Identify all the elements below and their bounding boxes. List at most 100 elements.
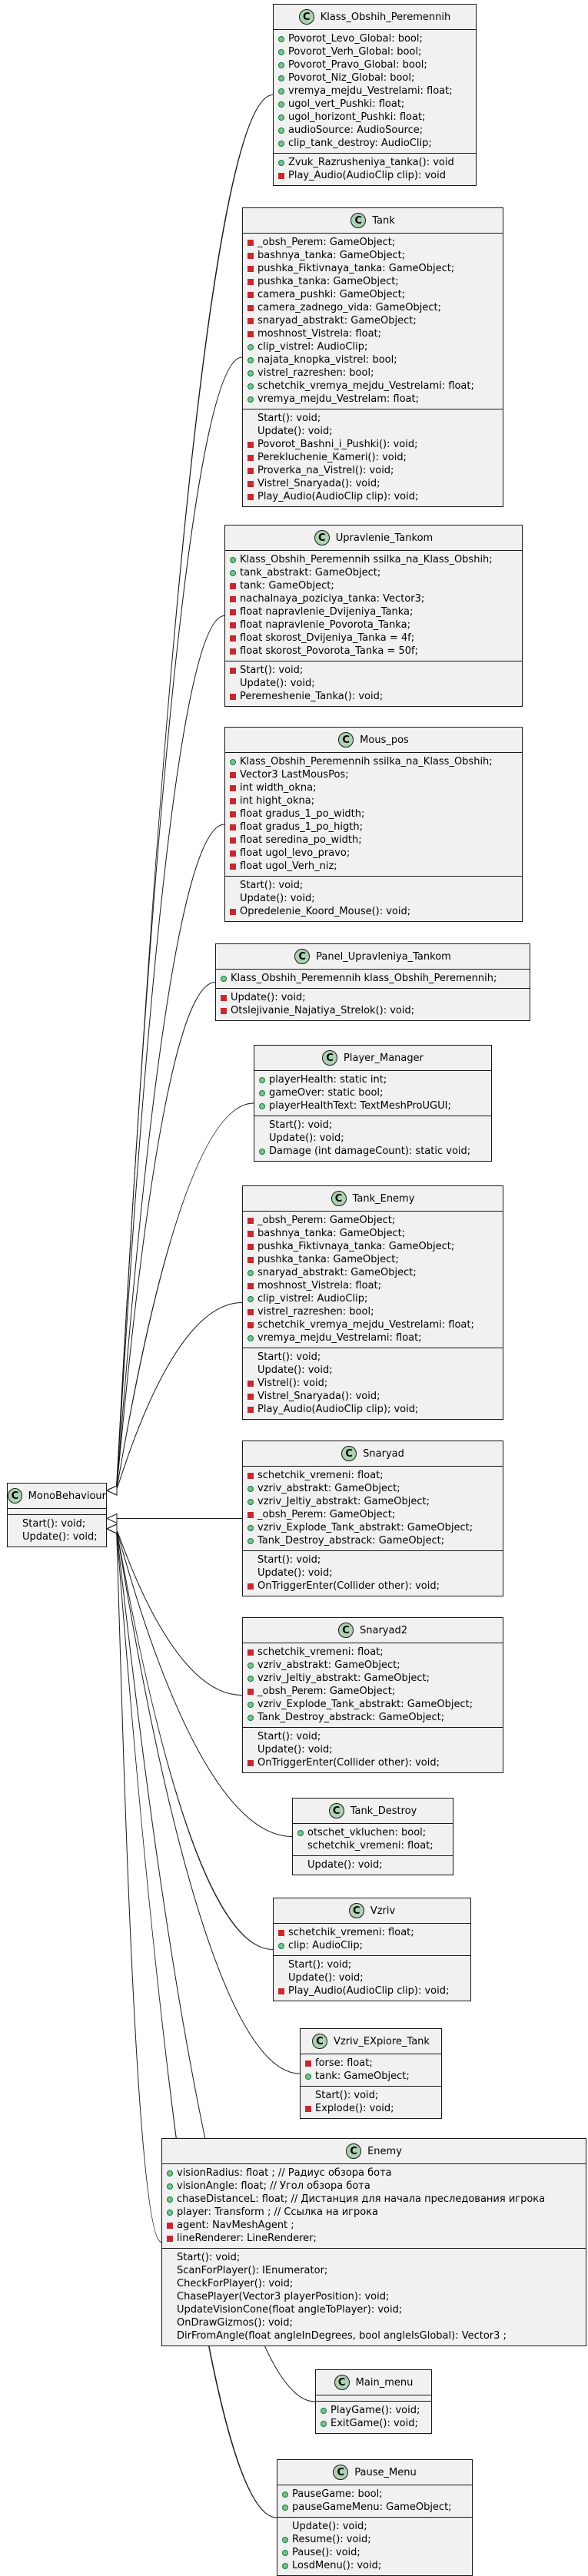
field-row: visionRadius: float ; // Радиус обзора б… (167, 2167, 581, 2180)
method-row: UpdateVisionCone(float angleToPlayer): v… (167, 2303, 581, 2316)
inheritance-edge (115, 356, 243, 1491)
field-row: float gradus_1_po_width; (230, 807, 517, 821)
fields-section: Klass_Obshih_Peremennih ssilka_na_Klass_… (225, 551, 522, 661)
class-name: Player_Manager (344, 1052, 424, 1064)
field-row: float ugol_Verh_niz; (230, 860, 517, 873)
private-icon (247, 480, 254, 487)
field-row: float napravlenie_Povorota_Tanka; (230, 618, 517, 632)
field-row: schetchik_vremeni: float; (278, 1926, 466, 1939)
field-row: clip_vistrel: AudioClip; (247, 340, 498, 353)
field-row: float gradus_1_po_higth; (230, 821, 517, 834)
fields-section (316, 2395, 431, 2401)
private-icon (247, 252, 254, 259)
field-row-text: player: Transform ; // Ссылка на игрока (177, 2206, 378, 2218)
fields-section: otschet_vkluchen: bool;schetchik_vremeni… (293, 1824, 453, 1855)
field-row-text: pushka_tanka: GameObject; (257, 276, 399, 287)
field-row-text: Povorot_Pravo_Global: bool; (288, 59, 427, 71)
no-visibility-icon (247, 1368, 254, 1374)
inheritance-arrowhead (105, 1485, 118, 1496)
public-icon (167, 2183, 173, 2190)
field-row-text: bashnya_tanka: GameObject; (257, 1228, 406, 1239)
field-row-text: Povorot_Verh_Global: bool; (288, 46, 422, 58)
field-row-text: moshnost_Vistrela: float; (257, 1280, 382, 1291)
field-row-text: schetchik_vremeni: float; (307, 1840, 434, 1852)
method-row-text: Vistrel_Snaryada(): void; (257, 1391, 380, 1402)
field-row: vzriv_Jeltiy_abstrakt: GameObject; (247, 1672, 498, 1685)
method-row: Pause(): void; (282, 2546, 467, 2559)
private-icon (278, 1988, 284, 1994)
class-name: Vzriv_EXpiore_Tank (334, 2035, 430, 2047)
field-row-text: snaryad_abstrakt: GameObject; (257, 1267, 417, 1278)
field-row: Vector3 LastMousPos; (230, 768, 517, 781)
private-icon (230, 667, 236, 674)
no-visibility-icon (167, 2255, 173, 2261)
field-row: vzriv_Explode_Tank_abstrakt: GameObject; (247, 1521, 498, 1534)
inheritance-edge (115, 1528, 316, 2402)
field-row-text: vzriv_Explode_Tank_abstrakt: GameObject; (257, 1699, 473, 1710)
field-row: pushka_Fiktivnaya_tanka: GameObject; (247, 1240, 498, 1253)
field-row-text: bashnya_tanka: GameObject; (257, 250, 406, 261)
field-row-text: float ugol_Verh_niz; (240, 860, 337, 872)
class-name: Enemy (367, 2145, 402, 2157)
field-row-text: vistrel_razreshen: bool; (257, 1306, 374, 1318)
field-row: gameOver: static bool; (259, 1086, 487, 1099)
class-badge-icon: C (333, 2465, 349, 2480)
method-row-text: Play_Audio(AudioClip clip): void (288, 170, 446, 181)
method-row-text: Otslejivanie_Najatiya_Strelok(): void; (231, 1005, 415, 1016)
method-row-text: Resume(): void; (292, 2534, 371, 2545)
private-icon (247, 1393, 254, 1400)
private-icon (230, 608, 236, 615)
method-row: ScanForPlayer(): IEnumerator; (167, 2264, 581, 2277)
method-row-text: Update(): void; (257, 1744, 333, 1755)
method-row: Start(): void; (230, 664, 517, 677)
field-row: vistrel_razreshen: bool; (247, 366, 498, 380)
class-badge-icon: C (8, 1488, 22, 1503)
field-row: pauseGameMenu: GameObject; (282, 2501, 467, 2514)
inheritance-edge (115, 824, 225, 1491)
fields-section: schetchik_vremeni: float;clip: AudioClip… (274, 1924, 470, 1955)
public-icon (247, 1295, 254, 1302)
field-row: Klass_Obshih_Peremennih ssilka_na_Klass_… (230, 553, 517, 566)
class-badge-icon: C (298, 9, 314, 25)
private-icon (247, 1321, 254, 1328)
private-icon (230, 824, 236, 830)
private-icon (247, 1759, 254, 1766)
public-icon (278, 127, 284, 134)
public-icon (247, 1675, 254, 1682)
class-name: Klass_Obshih_Peremennih (320, 11, 451, 23)
no-visibility-icon (297, 1843, 304, 1849)
private-icon (221, 994, 227, 1001)
class-header: C Klass_Obshih_Peremennih (274, 5, 476, 30)
class-badge-icon: C (312, 2034, 328, 2049)
method-row: Start(): void; (247, 1351, 498, 1364)
private-icon (247, 441, 254, 448)
method-row: Otslejivanie_Najatiya_Strelok(): void; (221, 1004, 525, 1017)
fields-section: schetchik_vremeni: float;vzriv_abstrakt:… (243, 1643, 503, 1727)
private-icon (247, 1256, 254, 1263)
public-icon (230, 556, 236, 563)
field-row: clip_vistrel: AudioClip; (247, 1292, 498, 1305)
method-row: Update(): void; (221, 991, 525, 1004)
method-row-text: Start(): void; (22, 1518, 86, 1530)
method-row: Update(): void; (282, 2520, 467, 2533)
no-visibility-icon (247, 429, 254, 435)
method-row: Start(): void; (12, 1517, 101, 1530)
field-row: forse: float; (305, 2057, 437, 2070)
